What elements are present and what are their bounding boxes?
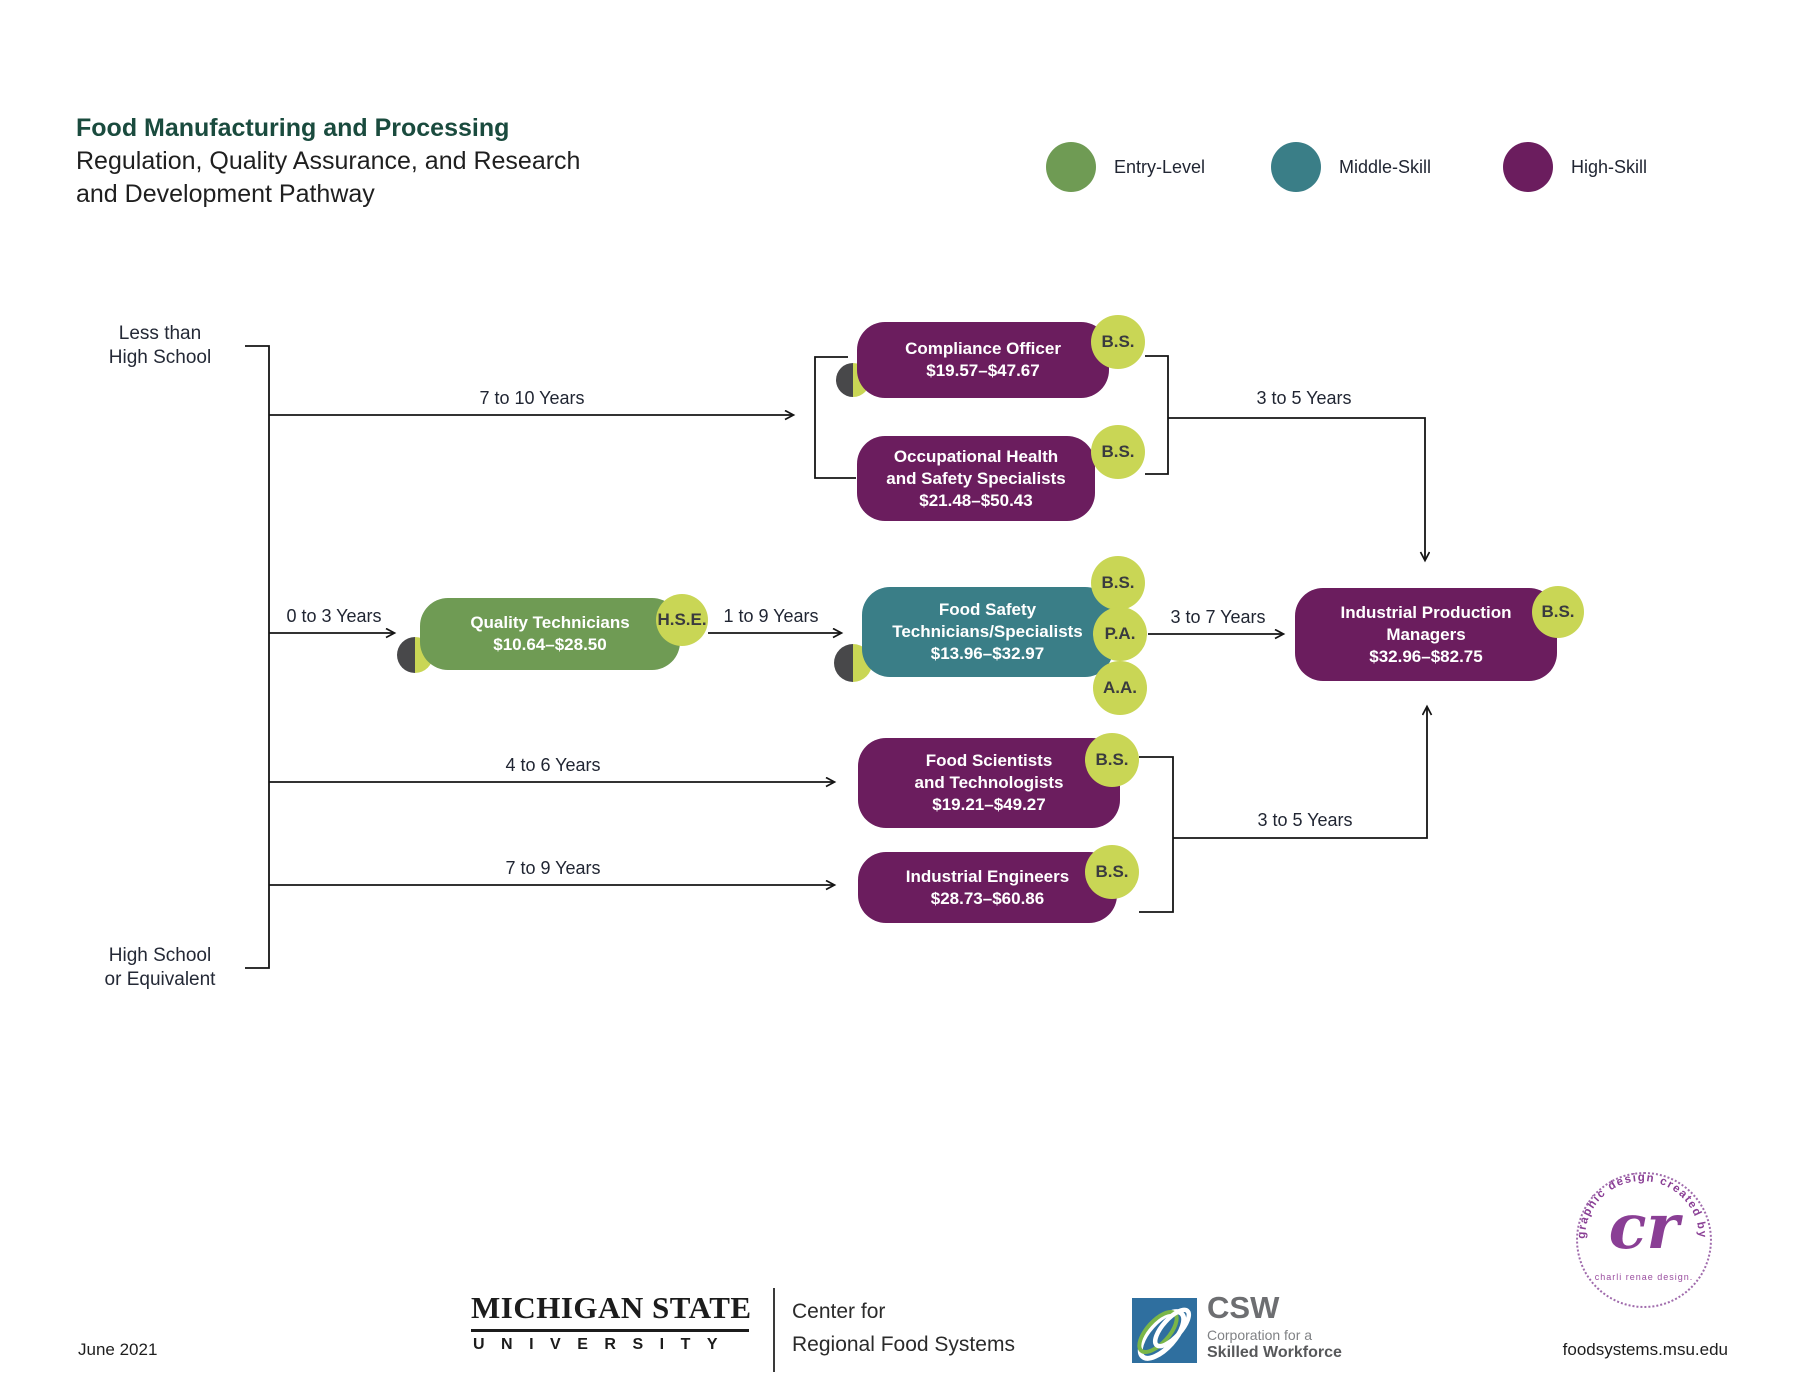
node-compliance-officer: Compliance Officer $19.57–$47.67 — [857, 322, 1109, 398]
node-title: Food Safety — [938, 600, 1037, 619]
node-title: Food Scientists — [925, 751, 1053, 770]
edge-label-7to9: 7 to 9 Years — [505, 858, 601, 878]
node-title: Quality Technicians — [470, 613, 630, 632]
publication-date: June 2021 — [78, 1340, 158, 1359]
node-salary: $10.64–$28.50 — [493, 635, 607, 654]
node-occupational-health-safety-specialists: Occupational Health and Safety Specialis… — [857, 436, 1095, 521]
legend-high-skill: High-Skill — [1503, 142, 1647, 192]
middle-skill-dot-icon — [1271, 142, 1321, 192]
msu-wordmark: MICHIGAN STATE — [471, 1290, 751, 1332]
entry-label-line: High School — [108, 945, 212, 966]
node-title: Occupational Health — [893, 446, 1059, 466]
node-food-scientists-technologists: Food Scientists and Technologists $19.21… — [858, 738, 1120, 828]
legend-entry-level: Entry-Level — [1046, 142, 1205, 192]
center-regional-food-systems: Center for Regional Food Systems — [792, 1295, 1015, 1361]
badge-bs: B.S. — [1091, 556, 1145, 610]
arrow-3to5-top — [1168, 417, 1425, 560]
legend-label: High-Skill — [1571, 156, 1648, 177]
title-heading: Food Manufacturing and Processing — [76, 114, 510, 142]
csw-abbr: CSW — [1207, 1290, 1280, 1325]
node-title: Industrial Engineers — [905, 866, 1070, 886]
node-title: and Safety Specialists — [886, 468, 1066, 488]
node-salary: $21.48–$50.43 — [919, 490, 1033, 510]
edge-label-0to3: 0 to 3 Years — [286, 606, 382, 626]
node-salary: $13.96–$32.97 — [930, 644, 1045, 663]
entry-high-school-or-equivalent: High School or Equivalent — [80, 944, 240, 992]
node-title: and Technologists — [914, 773, 1064, 792]
entry-label-line: Less than — [118, 323, 202, 344]
high-skill-dot-icon — [1503, 142, 1553, 192]
msu-wordmark-university: UNIVERSITY — [473, 1336, 735, 1353]
csw-tagline-line1: Corporation for a — [1207, 1327, 1313, 1343]
node-industrial-production-managers: Industrial Production Managers $32.96–$8… — [1295, 588, 1557, 681]
designer-caption: charli renae design. — [1594, 1272, 1694, 1282]
node-title: Compliance Officer — [905, 339, 1061, 358]
edge-label-1to9: 1 to 9 Years — [723, 606, 819, 626]
designer-stamp: cr charli renae design. — [1576, 1172, 1712, 1308]
csw-swoosh-icon — [1137, 1307, 1192, 1361]
designer-monogram: cr — [1608, 1190, 1680, 1263]
badge-pa: P.A. — [1093, 607, 1147, 661]
badge-hse: H.S.E. — [656, 594, 708, 646]
legend-label: Entry-Level — [1114, 156, 1206, 177]
csw-logo-text: CSW Corporation for a Skilled Workforce — [1207, 1292, 1342, 1362]
entry-label-line: High School — [108, 347, 212, 368]
node-title: Technicians/Specialists — [892, 622, 1083, 641]
node-title: Industrial Production — [1340, 602, 1512, 622]
edge-label-3to5-bottom: 3 to 5 Years — [1257, 810, 1353, 830]
legend-label: Middle-Skill — [1339, 156, 1432, 177]
title-subtitle-line2: and Development Pathway — [76, 180, 375, 208]
badge-bs: B.S. — [1091, 315, 1145, 369]
csw-logo-icon — [1132, 1298, 1197, 1363]
legend-middle-skill: Middle-Skill — [1271, 142, 1431, 192]
node-salary: $19.57–$47.67 — [926, 361, 1040, 380]
bracket-right-bottom — [1139, 756, 1174, 913]
entry-level-dot-icon — [1046, 142, 1096, 192]
node-salary: $32.96–$82.75 — [1369, 646, 1483, 666]
badge-bs: B.S. — [1532, 586, 1584, 638]
node-industrial-engineers: Industrial Engineers $28.73–$60.86 — [858, 852, 1117, 923]
entry-label-line: or Equivalent — [104, 969, 216, 990]
edge-label-3to7: 3 to 7 Years — [1170, 607, 1266, 627]
badge-aa: A.A. — [1093, 661, 1147, 715]
crfs-line: Regional Food Systems — [792, 1333, 1015, 1356]
edge-label-4to6: 4 to 6 Years — [505, 755, 601, 775]
website-url: foodsystems.msu.edu — [1562, 1340, 1728, 1359]
badge-bs: B.S. — [1085, 845, 1139, 899]
crfs-line: Center for — [792, 1300, 886, 1323]
footer-divider — [773, 1288, 775, 1372]
left-rail — [245, 345, 270, 969]
arrow-3to5-bottom — [1173, 707, 1427, 839]
node-title: Managers — [1386, 624, 1466, 644]
bracket-left-top — [814, 356, 856, 479]
node-salary: $19.21–$49.27 — [932, 795, 1046, 814]
edge-label-3to5-top: 3 to 5 Years — [1256, 388, 1352, 408]
node-salary: $28.73–$60.86 — [930, 888, 1045, 908]
badge-bs: B.S. — [1085, 733, 1139, 787]
csw-tagline-line2: Skilled Workforce — [1207, 1344, 1342, 1361]
title-subtitle-line1: Regulation, Quality Assurance, and Resea… — [76, 147, 581, 175]
bracket-right-top — [1145, 355, 1169, 475]
badge-bs: B.S. — [1091, 425, 1145, 479]
page-title: Food Manufacturing and Processing Regula… — [76, 112, 580, 211]
edge-label-7to10: 7 to 10 Years — [479, 388, 585, 408]
node-quality-technicians: Quality Technicians $10.64–$28.50 — [420, 598, 680, 670]
entry-less-than-high-school: Less than High School — [80, 322, 240, 370]
node-food-safety-technicians-specialists: Food Safety Technicians/Specialists $13.… — [862, 587, 1113, 677]
